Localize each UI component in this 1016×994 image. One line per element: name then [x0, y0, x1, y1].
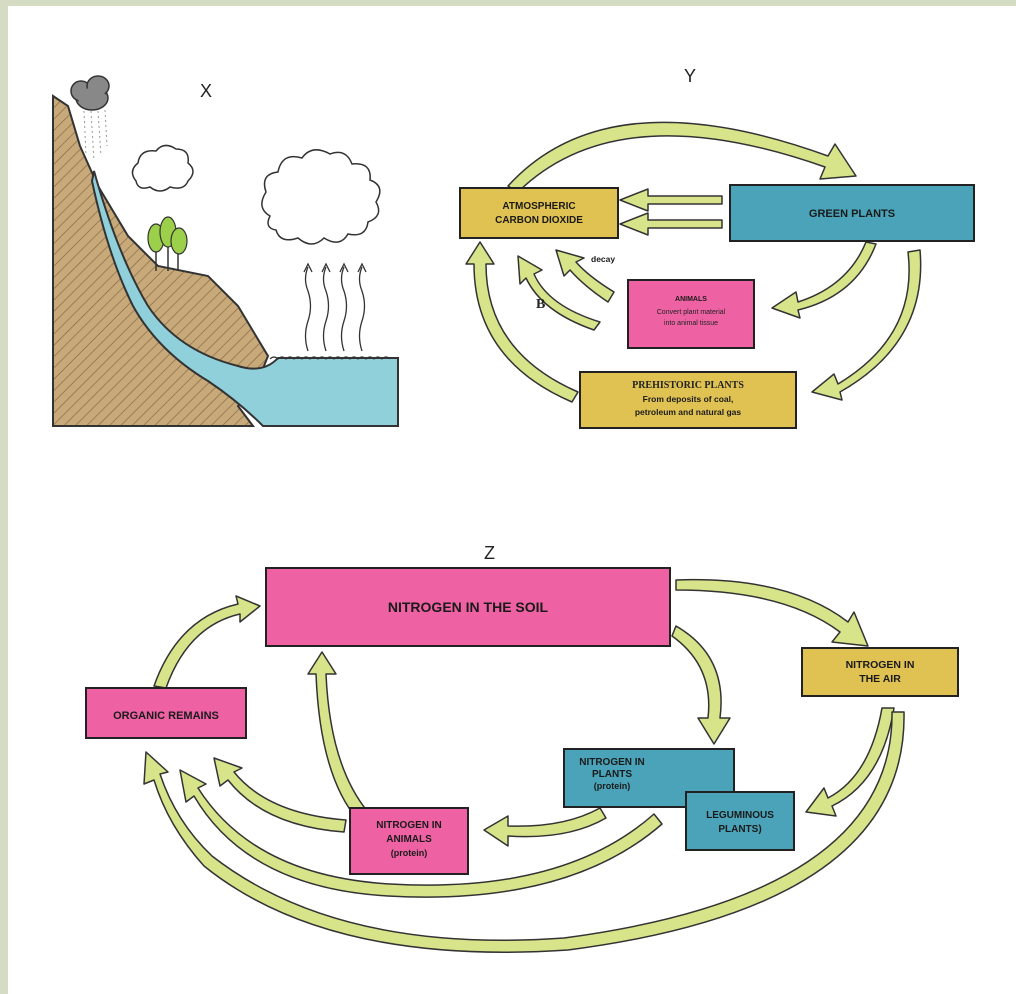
diagram-svg: X — [52, 66, 975, 953]
svg-text:PLANTS): PLANTS) — [718, 824, 761, 835]
animals-box: ANIMALS Convert plant material into anim… — [627, 279, 755, 349]
organic-remains-box: ORGANIC REMAINS — [85, 687, 247, 739]
nitrogen-in-animals-box: NITROGEN IN ANIMALS (protein) — [349, 807, 469, 875]
green-plants-box: GREEN PLANTS — [729, 184, 975, 242]
svg-text:NITROGEN IN: NITROGEN IN — [376, 820, 442, 831]
rain-cloud-icon — [70, 75, 110, 162]
svg-text:petroleum and natural gas: petroleum and natural gas — [635, 407, 742, 417]
panel-x-letter: X — [200, 81, 212, 101]
svg-text:LEGUMINOUS: LEGUMINOUS — [706, 810, 774, 821]
carbon-arrows — [465, 121, 922, 403]
svg-text:ATMOSPHERIC: ATMOSPHERIC — [502, 201, 575, 212]
svg-text:NITROGEN IN THE SOIL: NITROGEN IN THE SOIL — [388, 599, 549, 615]
prehistoric-plants-box: PREHISTORIC PLANTS From deposits of coal… — [579, 371, 797, 429]
decay-label: decay — [591, 254, 615, 264]
panel-y: Y ATMOSPHERIC CARBON DIOXIDE — [459, 66, 975, 429]
svg-text:(protein): (protein) — [391, 848, 428, 858]
svg-text:PLANTS: PLANTS — [592, 769, 632, 780]
svg-text:into animal tissue: into animal tissue — [664, 320, 718, 327]
svg-text:ANIMALS: ANIMALS — [675, 296, 707, 303]
evaporation-arrows — [303, 262, 367, 352]
svg-text:ANIMALS: ANIMALS — [386, 834, 432, 845]
hillside — [52, 94, 270, 427]
cloud-icon — [131, 144, 194, 192]
panel-y-letter: Y — [684, 66, 696, 86]
large-cloud-icon — [261, 149, 381, 245]
svg-text:From deposits of coal,: From deposits of coal, — [643, 394, 734, 404]
trees-icon — [147, 216, 188, 271]
leguminous-plants-box: LEGUMINOUS PLANTS) — [685, 791, 795, 851]
nitrogen-in-soil-box: NITROGEN IN THE SOIL — [265, 567, 671, 647]
svg-text:CARBON DIOXIDE: CARBON DIOXIDE — [495, 215, 583, 226]
svg-text:NITROGEN IN: NITROGEN IN — [846, 659, 915, 671]
water-waves — [269, 356, 391, 360]
b-label: B — [536, 297, 545, 312]
diagram-canvas: X — [8, 6, 1016, 994]
panel-x: X — [52, 75, 399, 427]
nitrogen-arrows — [143, 578, 905, 953]
panel-z: Z NITROGEN IN THE SOIL — [85, 543, 959, 953]
river — [90, 170, 399, 427]
svg-text:Convert plant material: Convert plant material — [657, 309, 726, 316]
panel-z-letter: Z — [484, 543, 495, 563]
svg-text:PREHISTORIC PLANTS: PREHISTORIC PLANTS — [632, 380, 744, 391]
svg-text:GREEN PLANTS: GREEN PLANTS — [809, 208, 895, 220]
svg-text:ORGANIC REMAINS: ORGANIC REMAINS — [113, 710, 219, 722]
atmospheric-co2-box: ATMOSPHERIC CARBON DIOXIDE — [459, 187, 619, 239]
svg-text:THE AIR: THE AIR — [859, 673, 901, 685]
svg-text:(protein): (protein) — [594, 781, 631, 791]
nitrogen-in-air-box: NITROGEN IN THE AIR — [801, 647, 959, 697]
svg-text:NITROGEN IN: NITROGEN IN — [579, 757, 645, 768]
